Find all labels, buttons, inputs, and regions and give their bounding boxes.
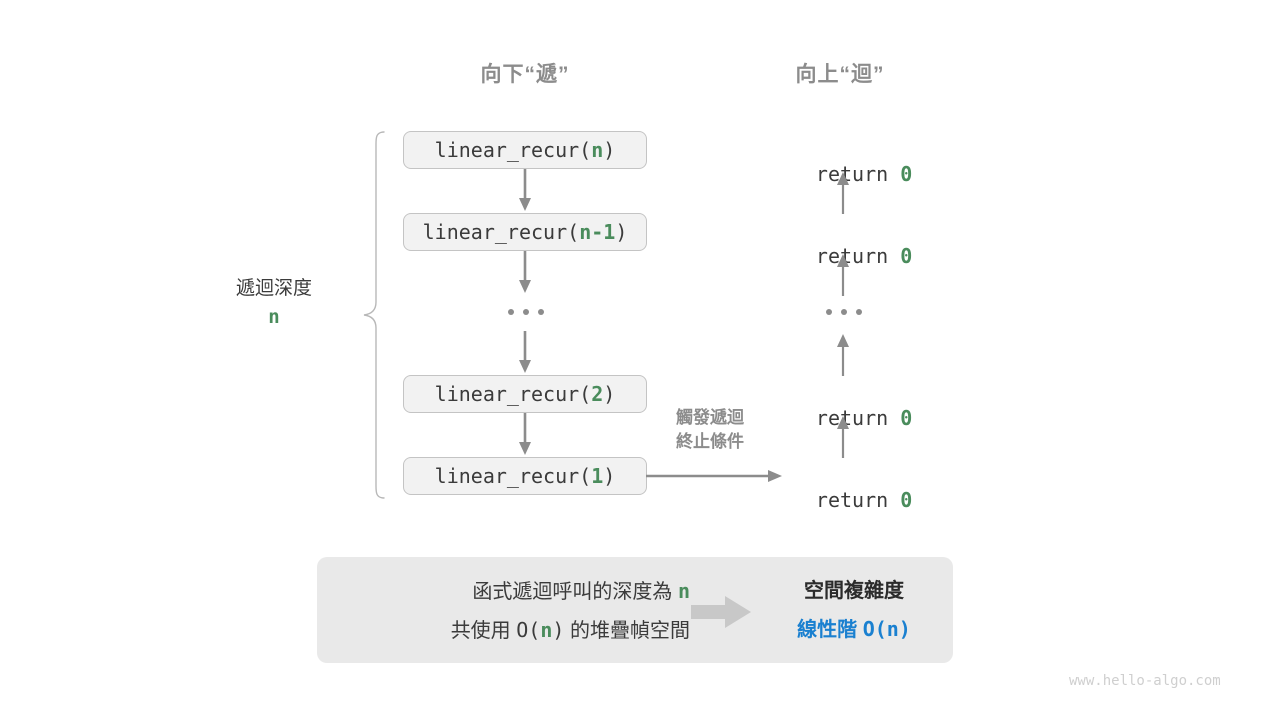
ellipsis-right bbox=[826, 309, 862, 315]
summary-right-sub-text: 線性階 bbox=[797, 619, 863, 641]
summary-right-sub: 線性階 O(n) bbox=[765, 610, 943, 649]
recursion-depth-brace bbox=[360, 130, 386, 500]
call-box-close: ) bbox=[615, 220, 628, 244]
call-box-close: ) bbox=[603, 464, 616, 488]
dot bbox=[523, 309, 529, 315]
call-box[interactable]: linear_recur(n-1) bbox=[403, 213, 647, 251]
return-value: 0 bbox=[900, 406, 913, 430]
summary-left: 函式遞迴呼叫的深度為 n 共使用 O(n) 的堆疊幀空間 bbox=[345, 572, 690, 650]
summary-left-line2-o: O( bbox=[516, 618, 541, 642]
summary-left-line2-close: ) bbox=[552, 618, 565, 642]
summary-left-line1: 函式遞迴呼叫的深度為 n bbox=[345, 572, 690, 611]
up-arrow-icon bbox=[833, 332, 853, 376]
return-label: return 0 bbox=[740, 464, 940, 536]
summary-panel: 函式遞迴呼叫的深度為 n 共使用 O(n) 的堆疊幀空間 空間複雜度 線性階 O… bbox=[317, 557, 953, 663]
up-arrow-icon bbox=[833, 414, 853, 458]
summary-left-line2-post: 的堆疊幀空間 bbox=[564, 620, 690, 642]
call-box[interactable]: linear_recur(1) bbox=[403, 457, 647, 495]
dot bbox=[826, 309, 832, 315]
down-arrow-icon bbox=[515, 413, 535, 457]
return-label: return 0 bbox=[740, 382, 940, 454]
column-header-down: 向下“遞” bbox=[480, 63, 570, 86]
terminate-note-line1: 觸發遞迴 bbox=[676, 408, 744, 427]
call-box-fn: linear_recur( bbox=[434, 382, 592, 406]
call-box[interactable]: linear_recur(n) bbox=[403, 131, 647, 169]
return-keyword: return bbox=[815, 162, 901, 186]
dot bbox=[508, 309, 514, 315]
return-value: 0 bbox=[900, 488, 913, 512]
summary-left-line2-pre: 共使用 bbox=[450, 620, 517, 642]
call-box-close: ) bbox=[603, 138, 616, 162]
call-box-fn: linear_recur( bbox=[422, 220, 580, 244]
dot bbox=[841, 309, 847, 315]
down-arrow-icon bbox=[515, 331, 535, 375]
return-label: return 0 bbox=[740, 220, 940, 292]
down-arrow-icon bbox=[515, 169, 535, 213]
summary-right-sub-code: O(n) bbox=[862, 617, 911, 641]
summary-left-line2-var: n bbox=[540, 618, 553, 642]
return-keyword: return bbox=[815, 488, 901, 512]
up-arrow-icon bbox=[833, 170, 853, 214]
call-box-close: ) bbox=[603, 382, 616, 406]
return-label: return 0 bbox=[740, 138, 940, 210]
column-header-up: 向上“迴” bbox=[795, 63, 885, 86]
watermark: www.hello-algo.com bbox=[1069, 673, 1221, 689]
summary-left-line2: 共使用 O(n) 的堆疊幀空間 bbox=[345, 611, 690, 650]
call-box-arg: n bbox=[591, 138, 604, 162]
up-arrow-icon bbox=[833, 252, 853, 296]
summary-right: 空間複雜度 線性階 O(n) bbox=[765, 572, 943, 649]
call-box-arg: 2 bbox=[591, 382, 604, 406]
call-box-arg: 1 bbox=[591, 464, 604, 488]
dot bbox=[856, 309, 862, 315]
call-box[interactable]: linear_recur(2) bbox=[403, 375, 647, 413]
down-arrow-icon bbox=[515, 251, 535, 295]
ellipsis-left bbox=[508, 309, 544, 315]
terminate-arrow-icon bbox=[646, 464, 786, 488]
recursion-depth-value: n bbox=[268, 306, 280, 328]
summary-left-line1-text: 函式遞迴呼叫的深度為 bbox=[472, 581, 678, 603]
terminate-note-line2: 終止條件 bbox=[676, 432, 744, 451]
summary-right-title: 空間複雜度 bbox=[804, 580, 904, 602]
right-block-arrow-icon bbox=[691, 595, 753, 629]
terminate-condition-note: 觸發遞迴 終止條件 bbox=[646, 406, 774, 454]
recursion-depth-label: 遞迴深度 n bbox=[195, 275, 353, 331]
return-value: 0 bbox=[900, 162, 913, 186]
call-box-fn: linear_recur( bbox=[434, 464, 592, 488]
recursion-depth-title: 遞迴深度 bbox=[235, 278, 312, 299]
summary-left-line1-var: n bbox=[677, 579, 690, 603]
dot bbox=[538, 309, 544, 315]
call-box-fn: linear_recur( bbox=[434, 138, 592, 162]
return-keyword: return bbox=[815, 244, 901, 268]
call-box-arg: n-1 bbox=[579, 220, 616, 244]
return-value: 0 bbox=[900, 244, 913, 268]
return-keyword: return bbox=[815, 406, 901, 430]
